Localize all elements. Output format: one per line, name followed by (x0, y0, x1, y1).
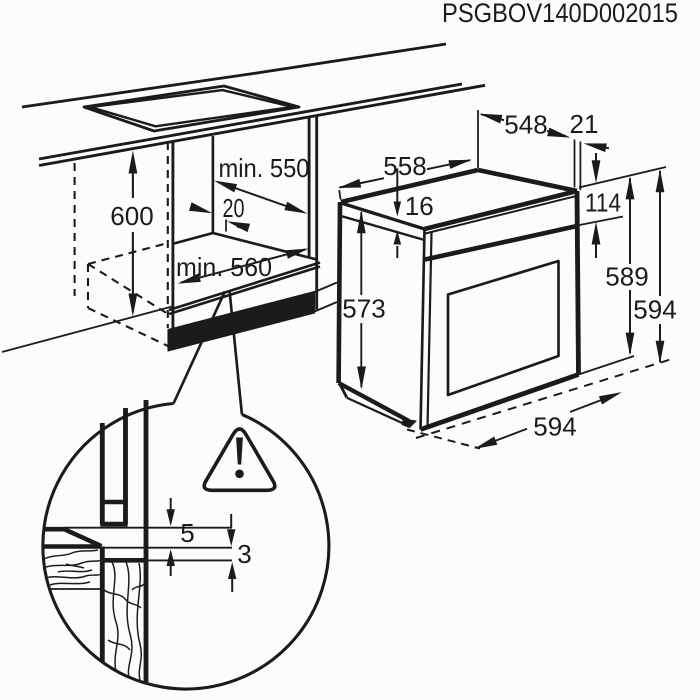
svg-text:3: 3 (237, 539, 251, 569)
svg-text:114: 114 (585, 188, 621, 218)
svg-text:594: 594 (533, 412, 576, 442)
svg-text:min. 560: min. 560 (176, 252, 272, 282)
svg-text:5: 5 (180, 518, 194, 548)
svg-text:16: 16 (405, 191, 434, 221)
svg-text:594: 594 (633, 295, 676, 325)
svg-text:min. 550: min. 550 (219, 153, 310, 183)
svg-text:589: 589 (605, 262, 648, 292)
svg-text:548: 548 (504, 110, 547, 140)
svg-text:558: 558 (383, 151, 426, 181)
svg-text:600: 600 (110, 201, 153, 231)
svg-text:573: 573 (342, 294, 385, 324)
svg-text:20: 20 (223, 193, 245, 223)
svg-text:21: 21 (570, 109, 599, 139)
svg-text:PSGBOV140D002015: PSGBOV140D002015 (442, 0, 678, 28)
